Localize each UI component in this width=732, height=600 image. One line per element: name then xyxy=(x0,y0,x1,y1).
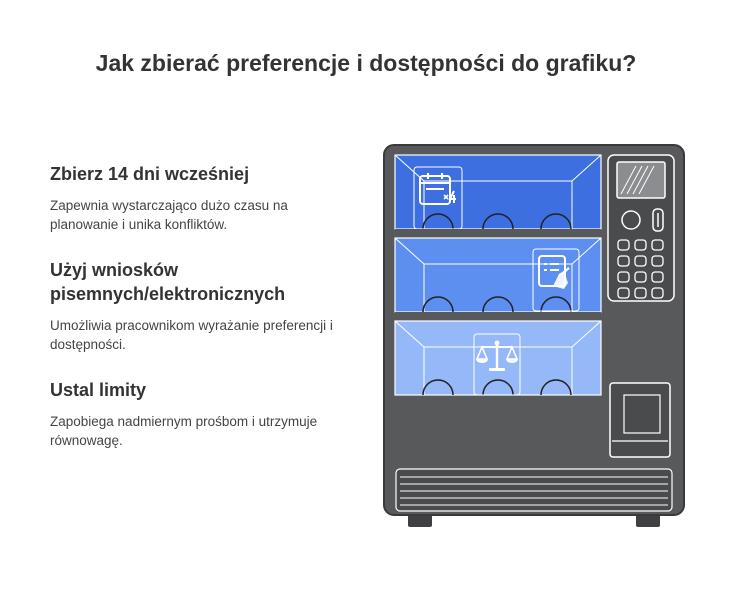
control-panel xyxy=(607,154,675,302)
machine-foot-right xyxy=(636,513,660,527)
step-heading: Ustal limity xyxy=(50,380,147,400)
machine-foot-left xyxy=(408,513,432,527)
pickup-tray xyxy=(395,468,673,512)
step-heading: Użyj wniosków pisemnych/elektronicznych xyxy=(50,260,286,304)
step-set-limits: Ustal limity Zapobiega nadmiernym prośbo… xyxy=(50,378,340,450)
step-description: Zapewnia wystarczająco dużo czasu na pla… xyxy=(50,198,288,232)
shelf-1 xyxy=(394,154,602,230)
dispenser-flap xyxy=(609,382,671,458)
step-written-requests: Użyj wniosków pisemnych/elektronicznych … xyxy=(50,258,340,354)
shelf-2 xyxy=(394,237,602,313)
document-form-icon xyxy=(538,255,570,289)
page-title: Jak zbierać preferencje i dostępności do… xyxy=(95,50,637,76)
shelf-3 xyxy=(394,320,602,396)
coin-slot xyxy=(652,208,664,232)
step-description: Umożliwia pracownikom wyrażanie preferen… xyxy=(50,318,333,352)
keypad xyxy=(617,239,664,299)
vending-machine-illustration xyxy=(383,144,685,527)
coin-button xyxy=(621,210,641,230)
step-heading: Zbierz 14 dni wcześniej xyxy=(50,164,250,184)
calendar-icon xyxy=(419,173,456,205)
step-collect-early: Zbierz 14 dni wcześniej Zapewnia wystarc… xyxy=(50,162,340,234)
step-description: Zapobiega nadmiernym prośbom i utrzymuje… xyxy=(50,414,318,448)
balance-scale-icon xyxy=(475,340,519,371)
